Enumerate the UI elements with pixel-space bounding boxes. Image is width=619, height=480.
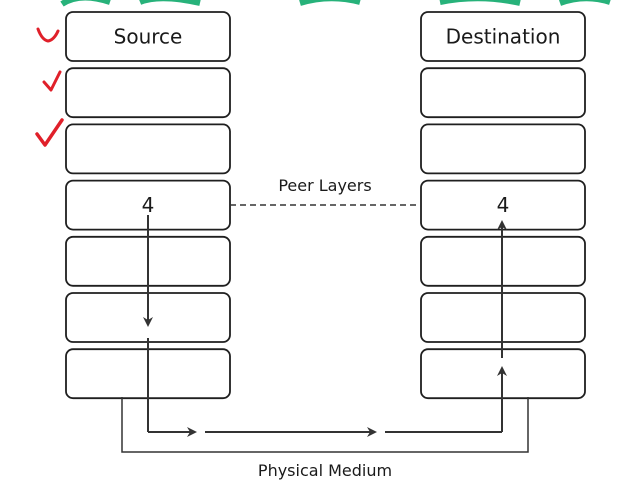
checkmark-3 xyxy=(35,118,64,147)
destination-layer-label-1: Destination xyxy=(446,25,561,49)
data-flow-path xyxy=(143,215,507,437)
source-layer-box-2 xyxy=(65,67,231,119)
destination-layer-box-2 xyxy=(420,67,586,119)
source-layer-label-1: Source xyxy=(114,25,183,49)
physical-medium-label: Physical Medium xyxy=(258,461,392,480)
source-layer-box-3 xyxy=(65,123,231,175)
checkmarks xyxy=(35,27,64,147)
destination-layer-box-1 xyxy=(420,11,586,62)
destination-layer-label-4: 4 xyxy=(497,193,510,217)
source-layer-box-1 xyxy=(65,11,231,62)
checkmark-2 xyxy=(42,70,62,92)
checkmark-1 xyxy=(36,27,60,43)
top-banner-fragment xyxy=(60,0,611,7)
destination-stack: Destination 4 xyxy=(420,11,586,400)
source-layer-label-4: 4 xyxy=(142,193,155,217)
physical-medium-bracket xyxy=(121,397,529,453)
peer-layers-label: Peer Layers xyxy=(278,176,371,195)
destination-layer-box-3 xyxy=(420,123,586,175)
